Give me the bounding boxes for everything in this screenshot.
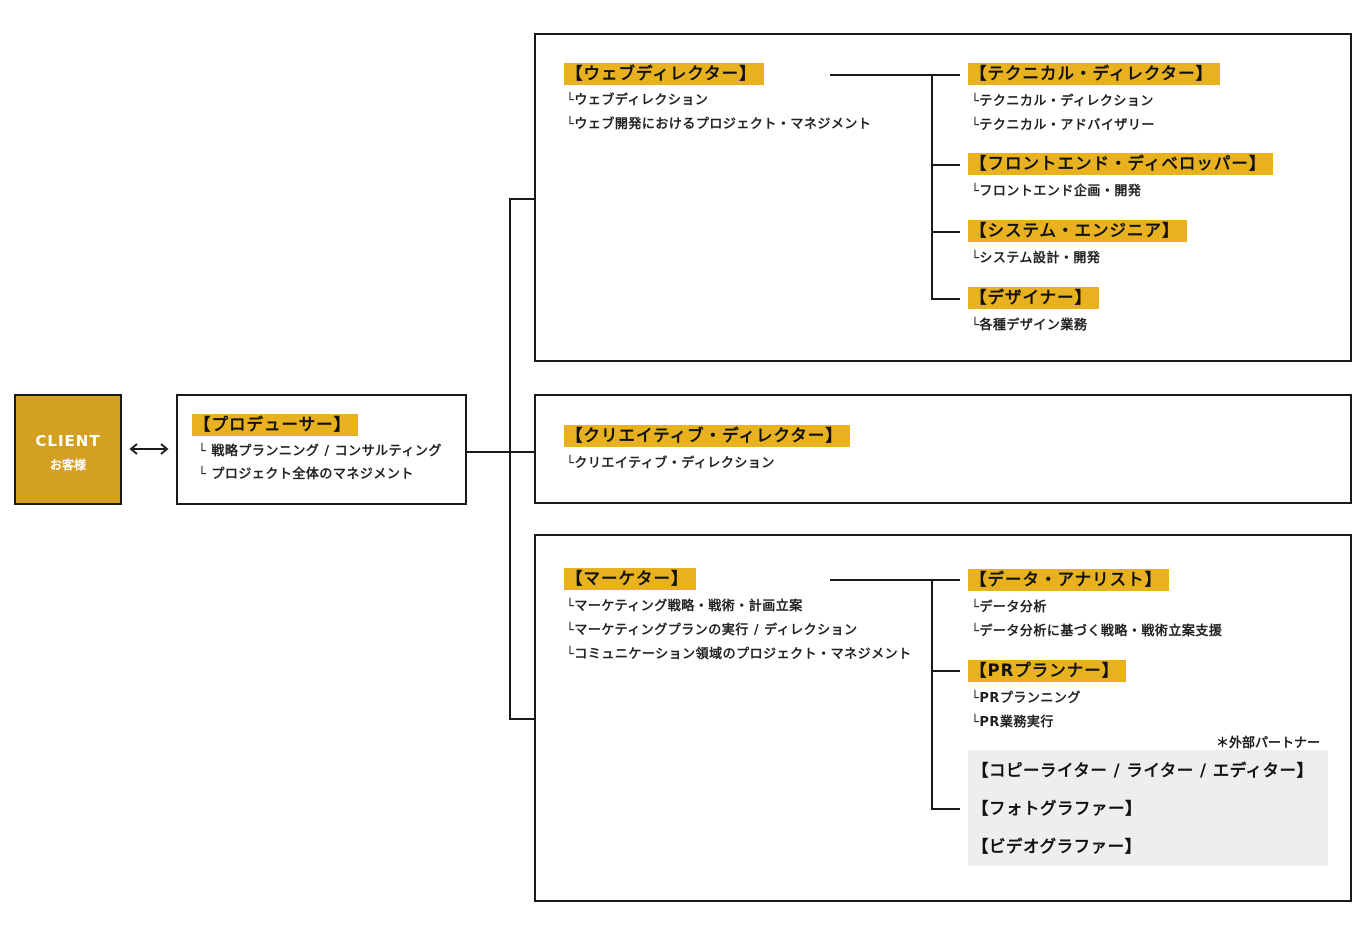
external-partner-item-3: 【ビデオグラファー】 — [972, 837, 1142, 856]
web-director-item-1: └ウェブディレクション — [566, 93, 709, 108]
client-node: CLIENT お客様 — [14, 394, 122, 505]
connector-line — [931, 670, 960, 672]
creative-director-item-1: └クリエイティブ・ディレクション — [566, 456, 775, 471]
pr-planner-item-2: └PR業務実行 — [971, 715, 1054, 730]
producer-title: 【プロデューサー】 — [192, 414, 359, 436]
frontend-developer-item-1: └フロントエンド企画・開発 — [971, 184, 1142, 199]
data-analyst-item-1: └データ分析 — [971, 600, 1047, 615]
technical-director-item-1: └テクニカル・ディレクション — [971, 94, 1154, 109]
technical-director-title: 【テクニカル・ディレクター】 — [968, 63, 1221, 85]
creative-team-box — [534, 394, 1352, 504]
technical-director-item-2: └テクニカル・アドバイザリー — [971, 118, 1155, 133]
connector-line — [509, 198, 536, 200]
connector-line — [509, 718, 536, 720]
connector-line — [830, 74, 960, 76]
designer-item-1: └各種デザイン業務 — [971, 318, 1088, 333]
connector-line — [931, 74, 933, 299]
external-partner-panel — [968, 750, 1328, 866]
connector-line — [830, 579, 960, 581]
external-partner-item-1: 【コピーライター / ライター / エディター】 — [972, 761, 1314, 780]
connector-line — [509, 198, 511, 719]
system-engineer-title: 【システム・エンジニア】 — [968, 220, 1187, 242]
producer-box — [176, 394, 467, 505]
data-analyst-item-2: └データ分析に基づく戦略・戦術立案支援 — [971, 624, 1223, 639]
marketer-item-3: └コミュニケーション領域のプロジェクト・マネジメント — [566, 647, 912, 662]
client-title: CLIENT — [35, 432, 101, 450]
pr-planner-title: 【PRプランナー】 — [968, 660, 1127, 682]
external-partner-note: ＊外部パートナー — [1216, 736, 1321, 751]
pr-planner-item-1: └PRプランニング — [971, 691, 1081, 706]
connector-line — [931, 808, 960, 810]
marketer-title: 【マーケター】 — [564, 568, 696, 590]
connector-line — [931, 298, 960, 300]
marketer-item-2: └マーケティングプランの実行 / ディレクション — [566, 623, 858, 638]
web-team-box — [534, 33, 1352, 362]
external-partner-item-2: 【フォトグラファー】 — [972, 799, 1142, 818]
data-analyst-title: 【データ・アナリスト】 — [968, 569, 1170, 591]
bidirectional-arrow-icon — [129, 443, 169, 455]
marketer-item-1: └マーケティング戦略・戦術・計画立案 — [566, 599, 803, 614]
connector-line — [931, 579, 933, 809]
producer-item-2: └ プロジェクト全体のマネジメント — [198, 467, 414, 482]
connector-line — [931, 164, 960, 166]
system-engineer-item-1: └システム設計・開発 — [971, 251, 1101, 266]
client-subtitle: お客様 — [49, 458, 86, 472]
web-director-title: 【ウェブディレクター】 — [564, 63, 764, 85]
producer-item-1: └ 戦略プランニング / コンサルティング — [198, 444, 442, 459]
frontend-developer-title: 【フロントエンド・ディベロッパー】 — [968, 153, 1274, 175]
web-director-item-2: └ウェブ開発におけるプロジェクト・マネジメント — [566, 117, 872, 132]
connector-line — [467, 451, 535, 453]
designer-title: 【デザイナー】 — [968, 287, 1100, 309]
creative-director-title: 【クリエイティブ・ディレクター】 — [564, 425, 850, 447]
connector-line — [931, 231, 960, 233]
